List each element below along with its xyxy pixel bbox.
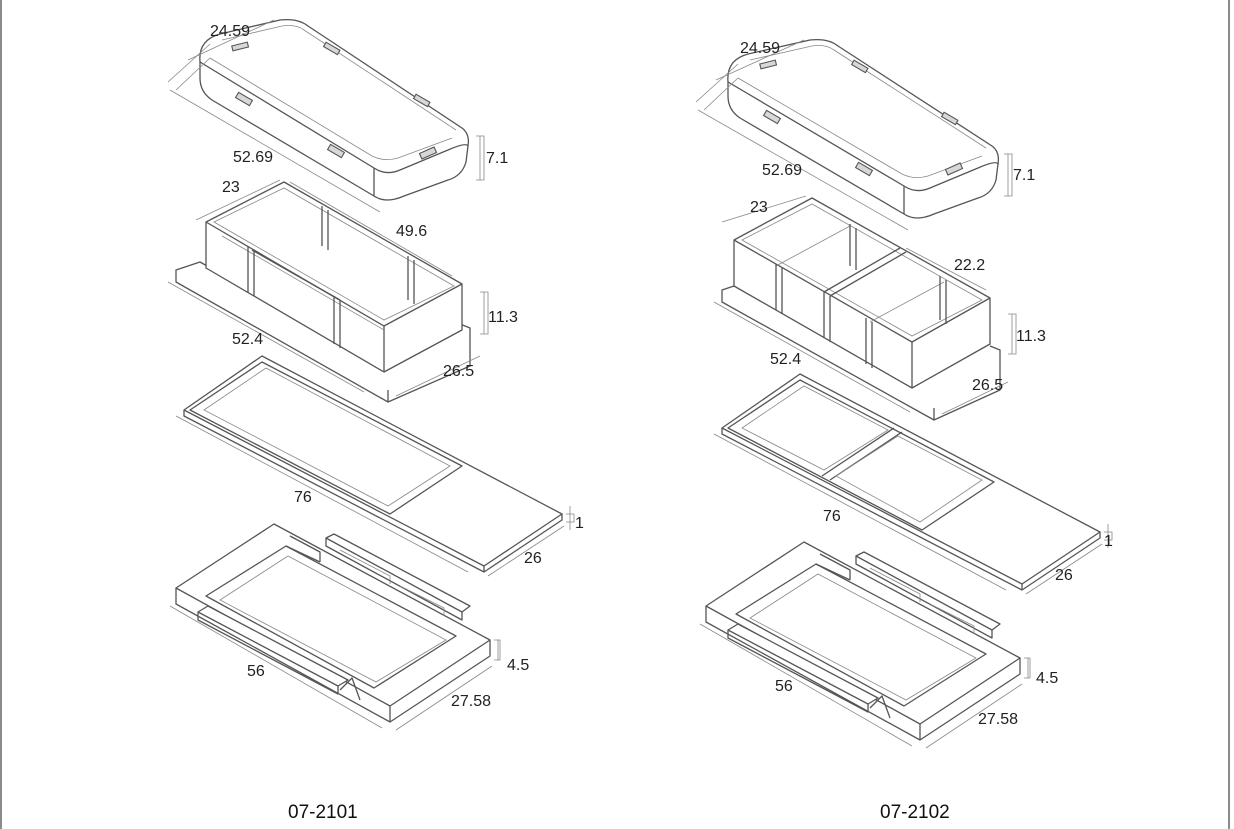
- lid-part: [695, 38, 1013, 231]
- base-part: [699, 541, 1031, 749]
- slide-length-label: 76: [823, 508, 841, 525]
- tray-inner-length-label: 49.6: [396, 223, 427, 240]
- page-border-right: [1228, 0, 1230, 829]
- tray-width-label: 23: [750, 199, 768, 216]
- assembly-07-2101: 24.59 52.69 7.1 23 49.6 52.4: [167, 18, 584, 823]
- tray-length-label: 52.4: [232, 331, 263, 348]
- tray-depth-label: 26.5: [443, 363, 474, 380]
- slide-length-label: 76: [294, 489, 312, 506]
- base-length-label: 56: [775, 678, 793, 695]
- lid-height-label: 7.1: [1013, 167, 1035, 184]
- model-label-07-2102: 07-2102: [880, 802, 950, 823]
- tray-depth-label: 26.5: [972, 377, 1003, 394]
- tray-part: [167, 179, 489, 403]
- lid-width-label: 24.59: [210, 23, 250, 40]
- base-part: [169, 523, 501, 731]
- slide-width-label: 26: [524, 550, 542, 567]
- base-width-label: 27.58: [451, 693, 491, 710]
- tray-width-label: 23: [222, 179, 240, 196]
- lid-part: [167, 18, 485, 213]
- base-height-label: 4.5: [507, 657, 529, 674]
- tray-height-label: 11.3: [1016, 328, 1046, 345]
- tray-length-label: 52.4: [770, 351, 801, 368]
- base-height-label: 4.5: [1036, 670, 1058, 687]
- lid-height-label: 7.1: [486, 150, 508, 167]
- lid-width-label: 24.59: [740, 40, 780, 57]
- lid-length-label: 52.69: [762, 162, 802, 179]
- slide-part: [175, 355, 575, 577]
- slide-width-label: 26: [1055, 567, 1073, 584]
- tray-inner-length-label: 22.2: [954, 257, 985, 274]
- base-width-label: 27.58: [978, 711, 1018, 728]
- slide-part: [713, 373, 1113, 595]
- slide-thickness-label: 1: [1104, 533, 1113, 550]
- page-border-left: [0, 0, 2, 829]
- model-label-07-2101: 07-2101: [288, 802, 358, 823]
- assembly-07-2102: 24.59 52.69 7.1 23 22.2: [695, 38, 1113, 823]
- tray-part: [713, 195, 1017, 421]
- tray-height-label: 11.3: [488, 309, 518, 326]
- slide-thickness-label: 1: [575, 515, 584, 532]
- base-length-label: 56: [247, 663, 265, 680]
- lid-length-label: 52.69: [233, 149, 273, 166]
